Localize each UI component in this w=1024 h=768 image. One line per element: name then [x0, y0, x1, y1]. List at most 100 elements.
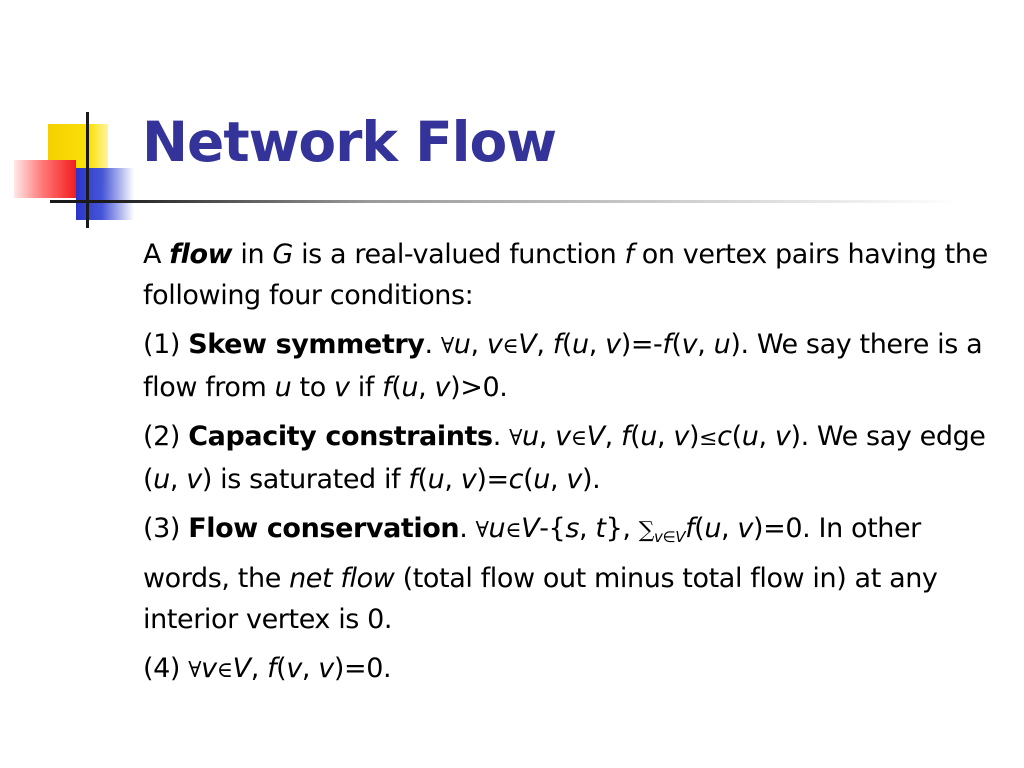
- var: v: [555, 421, 571, 452]
- var: V: [586, 421, 605, 452]
- var: c: [508, 464, 524, 495]
- text: )=0.: [333, 653, 392, 684]
- var: u: [488, 513, 506, 544]
- text: (: [630, 421, 641, 452]
- intro-text: on vertex pairs having the following fou…: [143, 239, 988, 311]
- var: V: [518, 329, 537, 360]
- text: },: [605, 513, 639, 544]
- var: v: [681, 329, 698, 360]
- var: v: [737, 513, 753, 544]
- text: -{: [539, 513, 566, 544]
- text: to: [291, 372, 334, 403]
- var: v: [186, 464, 202, 495]
- var: v: [318, 653, 334, 684]
- var: v: [673, 421, 689, 452]
- element-of-symbol: ∈: [216, 658, 233, 683]
- forall-symbol: ∀: [440, 334, 454, 359]
- var: u: [522, 421, 539, 452]
- var: u: [453, 329, 471, 360]
- text: (: [694, 513, 705, 544]
- text: ,: [579, 513, 596, 544]
- term-flow: flow: [169, 239, 233, 270]
- text: ,: [549, 464, 567, 495]
- text: ,: [604, 421, 622, 452]
- condition-2: (2) Capacity constraints. ∀u, v∈V, f(u, …: [143, 416, 1003, 500]
- var: t: [595, 513, 606, 544]
- text: if: [349, 372, 383, 403]
- text: ,: [538, 421, 556, 452]
- var: s: [565, 513, 580, 544]
- condition-name: Capacity constraints: [188, 421, 493, 452]
- var: v: [334, 372, 350, 403]
- text: (total flow out minus total flow in) at …: [143, 563, 938, 635]
- text: ,: [169, 464, 187, 495]
- element-of-symbol: ∈: [502, 334, 519, 359]
- text: ) is saturated if: [201, 464, 409, 495]
- var: f: [662, 329, 672, 360]
- text: (: [417, 464, 428, 495]
- text: ,: [721, 513, 738, 544]
- text: ,: [250, 653, 268, 684]
- less-equal-symbol: ≤: [699, 426, 718, 451]
- var: u: [704, 513, 722, 544]
- forall-symbol: ∀: [509, 426, 522, 451]
- text: ).: [581, 464, 601, 495]
- text: )=-: [620, 329, 663, 360]
- text: ,: [444, 464, 461, 495]
- text: ,: [758, 421, 775, 452]
- text: ). We say there is a flow from: [143, 329, 983, 403]
- var: u: [274, 372, 292, 403]
- text: ). We say edge (: [143, 421, 986, 495]
- condition-number: (1): [143, 329, 189, 360]
- title-underline: [50, 200, 960, 203]
- condition-number: (2): [143, 421, 189, 452]
- condition-3: (3) Flow conservation. ∀u∈V-{s, t}, ∑v∈V…: [143, 508, 1003, 640]
- element-of-symbol: ∈: [570, 426, 587, 451]
- condition-name: Flow conservation: [188, 513, 460, 544]
- text: (: [276, 653, 287, 684]
- var: f: [552, 329, 563, 360]
- var: u: [640, 421, 657, 452]
- condition-number: (3): [143, 513, 189, 544]
- var: u: [401, 372, 419, 403]
- text: ,: [588, 329, 606, 360]
- sum-subscript: v∈V: [654, 528, 686, 546]
- text: (: [391, 372, 402, 403]
- sum-symbol: ∑: [638, 518, 655, 543]
- intro-text: A: [143, 239, 170, 270]
- var: v: [605, 329, 621, 360]
- var: u: [533, 464, 550, 495]
- var: f: [408, 464, 418, 495]
- condition-1: (1) Skew symmetry. ∀u, v∈V, f(u, v)=-f(v…: [143, 324, 1003, 408]
- forall-symbol: ∀: [188, 658, 202, 683]
- var: v: [460, 464, 477, 495]
- text: ,: [470, 329, 487, 360]
- intro-text: in: [232, 239, 273, 270]
- text: ,: [697, 329, 714, 360]
- forall-symbol: ∀: [475, 518, 489, 543]
- var: u: [427, 464, 445, 495]
- intro-paragraph: A flow in G is a real-valued function f …: [143, 234, 1003, 316]
- text: (: [561, 329, 573, 360]
- var: f: [621, 421, 631, 452]
- var: u: [153, 464, 170, 495]
- text: ,: [418, 372, 435, 403]
- var: V: [232, 653, 251, 684]
- var: u: [713, 329, 731, 360]
- var: u: [572, 329, 589, 360]
- condition-name: Skew symmetry: [188, 329, 425, 360]
- decor-vertical-line: [86, 112, 89, 228]
- element-of-symbol: ∈: [505, 518, 522, 543]
- var: v: [566, 464, 582, 495]
- var: u: [741, 421, 759, 452]
- text: )=0. In other words, the: [143, 513, 921, 594]
- var: V: [521, 513, 540, 544]
- term-net-flow: net flow: [289, 563, 395, 594]
- var: v: [286, 653, 302, 684]
- text: .: [424, 329, 441, 360]
- var: v: [434, 372, 451, 403]
- decor-red-square: [14, 160, 76, 198]
- var: v: [201, 653, 217, 684]
- text: )>0.: [450, 372, 508, 403]
- text: ,: [536, 329, 553, 360]
